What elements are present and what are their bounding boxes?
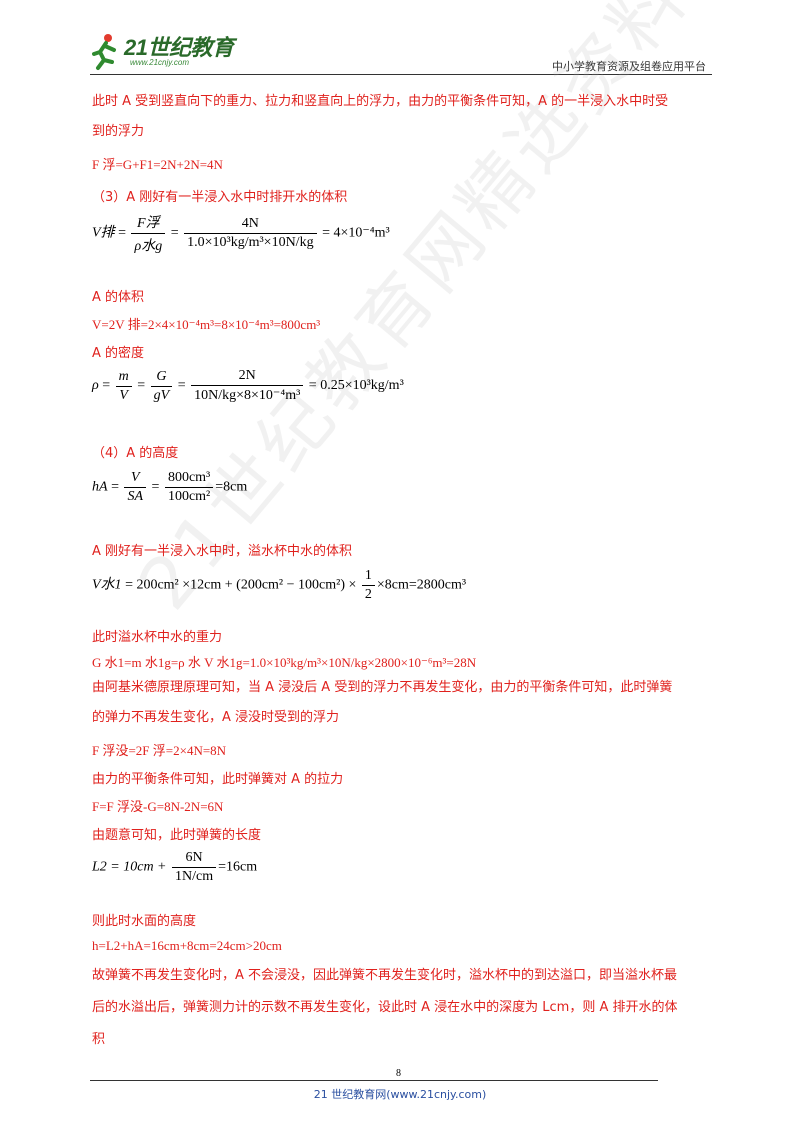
formula-water-volume: V水1 = 200cm² ×12cm + (200cm² − 100cm²) ×… bbox=[92, 568, 467, 603]
equation-line: V=2V 排=2×4×10⁻⁴m³=8×10⁻⁴m³=800cm³ bbox=[92, 317, 321, 332]
text-line: 此时 A 受到竖直向下的重力、拉力和竖直向上的浮力，由力的平衡条件可知，A 的一… bbox=[92, 94, 669, 109]
equation-line: F=F 浮没-G=8N-2N=6N bbox=[92, 799, 224, 814]
page-header: 21世纪教育 www.21cnjy.com 中小学教育资源及组卷应用平台 bbox=[90, 28, 712, 74]
text-line: 此时溢水杯中水的重力 bbox=[92, 630, 223, 645]
text-line: 由阿基米德原理原理可知，当 A 浸没后 A 受到的浮力不再发生变化，由力的平衡条… bbox=[92, 680, 673, 695]
logo-url: www.21cnjy.com bbox=[130, 58, 189, 67]
page-number: 8 bbox=[396, 1068, 401, 1079]
footer-site: 21 世纪教育网(www.21cnjy.com) bbox=[313, 1088, 487, 1101]
platform-title: 中小学教育资源及组卷应用平台 bbox=[552, 60, 706, 73]
text-line: 由力的平衡条件可知，此时弹簧对 A 的拉力 bbox=[92, 772, 344, 787]
text-line: 后的水溢出后，弹簧测力计的示数不再发生变化，设此时 A 浸在水中的深度为 Lcm… bbox=[92, 1000, 678, 1015]
text-line: 积 bbox=[92, 1032, 106, 1047]
formula-lhs: V排 bbox=[92, 225, 115, 241]
text-line: 故弹簧不再发生变化时，A 不会浸没，因此弹簧不再发生变化时，溢水杯中的到达溢口，… bbox=[92, 968, 678, 983]
runner-logo-icon bbox=[92, 34, 116, 70]
equation-line: G 水1=m 水1g=ρ 水 V 水1g=1.0×10³kg/m³×10N/kg… bbox=[92, 655, 477, 670]
formula-result: = 4×10⁻⁴m³ bbox=[322, 225, 390, 241]
section-heading: （3）A 刚好有一半浸入水中时排开水的体积 bbox=[92, 190, 348, 205]
text-line: 的弹力不再发生变化，A 浸没时受到的浮力 bbox=[92, 710, 340, 725]
equation-line: F 浮=G+F1=2N+2N=4N bbox=[92, 157, 223, 172]
text-line: 由题意可知，此时弹簧的长度 bbox=[92, 828, 262, 843]
text-line: 则此时水面的高度 bbox=[92, 914, 197, 929]
text-line: 到的浮力 bbox=[92, 124, 145, 139]
footer-divider bbox=[90, 1080, 658, 1081]
equation-line: F 浮没=2F 浮=2×4N=8N bbox=[92, 743, 227, 758]
section-heading: （4）A 的高度 bbox=[92, 446, 179, 461]
text-line: A 刚好有一半浸入水中时，溢水杯中水的体积 bbox=[92, 544, 353, 559]
text-line: A 的体积 bbox=[92, 290, 145, 305]
site-logo: 21世纪教育 www.21cnjy.com bbox=[90, 28, 290, 74]
logo-text: 21世纪教育 bbox=[124, 35, 234, 60]
text-line: A 的密度 bbox=[92, 346, 145, 361]
header-divider bbox=[90, 74, 712, 75]
equation-line: h=L2+hA=16cm+8cm=24cm>20cm bbox=[92, 938, 282, 953]
